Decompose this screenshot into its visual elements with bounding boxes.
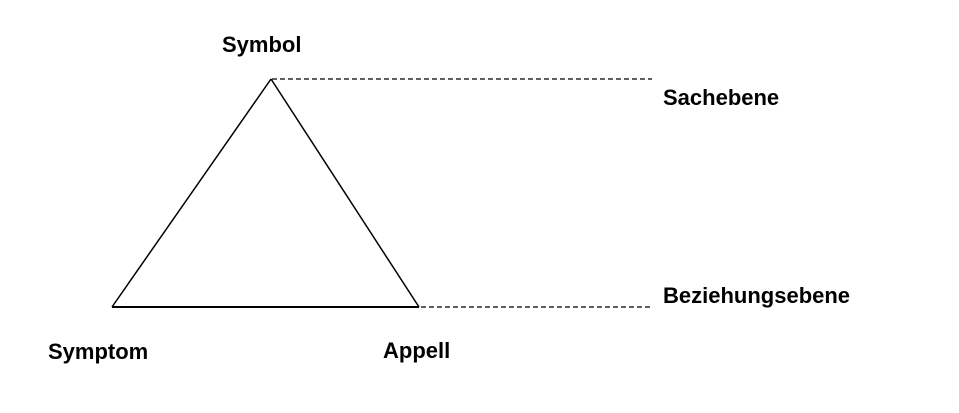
- vertex-label-symbol: Symbol: [222, 32, 302, 57]
- triangle-edge-right: [270, 78, 420, 308]
- vertex-label-appell: Appell: [383, 338, 451, 363]
- triangle-edge-left: [111, 78, 272, 308]
- level-label-beziehungsebene: Beziehungsebene: [663, 283, 851, 308]
- level-label-sachebene: Sachebene: [663, 85, 780, 110]
- vertex-label-symptom: Symptom: [48, 339, 149, 364]
